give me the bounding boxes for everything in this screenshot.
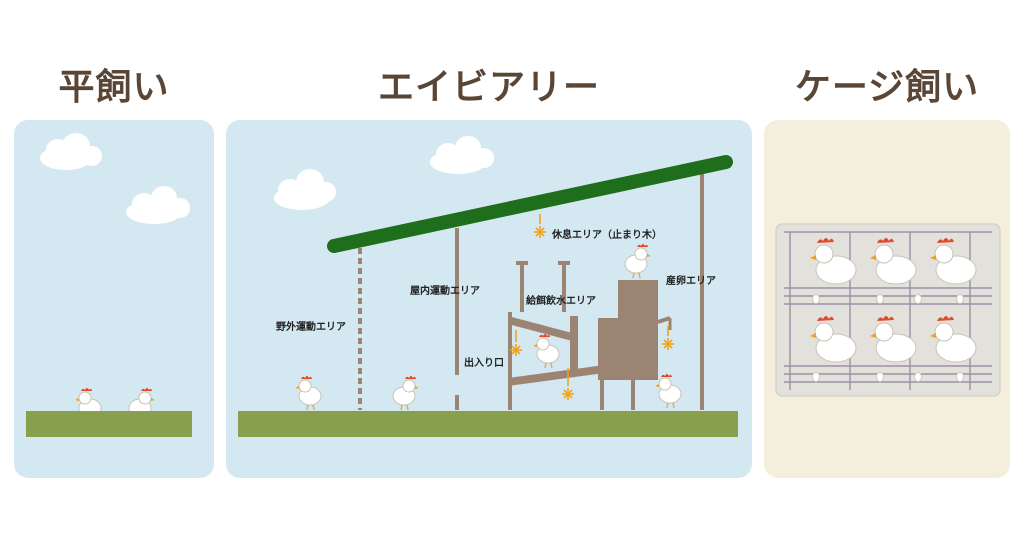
cloud-icon [274, 169, 336, 210]
label-rest: 休息エリア（止まり木） [552, 230, 662, 241]
cage-panel [764, 120, 1010, 478]
chicken-icon [810, 316, 857, 363]
cage-chickens [810, 238, 977, 363]
title-free-range: 平飼い [58, 67, 170, 108]
sun-marker-icon [510, 330, 522, 356]
eggs [812, 294, 964, 382]
sun-marker-icon [562, 368, 574, 400]
roof [327, 155, 733, 253]
label-laying: 産卵エリア [666, 276, 716, 287]
chicken-icon [930, 316, 977, 363]
title-cage: ケージ飼い [794, 67, 980, 108]
label-feed-water: 給餌飲水エリア [526, 296, 596, 307]
feeder-structure [508, 280, 672, 386]
sun-marker-icon [662, 326, 674, 350]
cloud-icon [430, 136, 494, 174]
label-indoor-exercise: 屋内運動エリア [410, 286, 480, 297]
free-range-panel [14, 120, 214, 478]
chicken-icon [655, 374, 682, 409]
chicken-icon [870, 238, 917, 285]
cage-scene [775, 223, 1001, 397]
cloud-icon [126, 186, 190, 224]
cloud-icon [40, 133, 102, 170]
label-outdoor-exercise: 野外運動エリア [276, 322, 346, 333]
posts [358, 172, 704, 410]
chicken-icon [930, 238, 977, 285]
ground [238, 411, 738, 437]
chicken-icon [533, 334, 560, 369]
chicken-icon [870, 316, 917, 363]
aviary-scene [274, 136, 733, 411]
aviary-panel: 野外運動エリア 屋内運動エリア 休息エリア（止まり木） 給餌飲水エリア 産卵エリ… [226, 120, 752, 478]
feeder-bar [508, 316, 576, 342]
sun-marker-icon [534, 214, 546, 238]
step-block-high [618, 280, 658, 380]
label-entrance: 出入り口 [464, 358, 504, 369]
ground [26, 411, 192, 437]
title-aviary: エイビアリー [377, 67, 600, 108]
chicken-icon [295, 376, 322, 411]
chicken-icon [810, 238, 857, 285]
chicken-icon [392, 376, 419, 411]
chicken-icon [624, 244, 651, 279]
